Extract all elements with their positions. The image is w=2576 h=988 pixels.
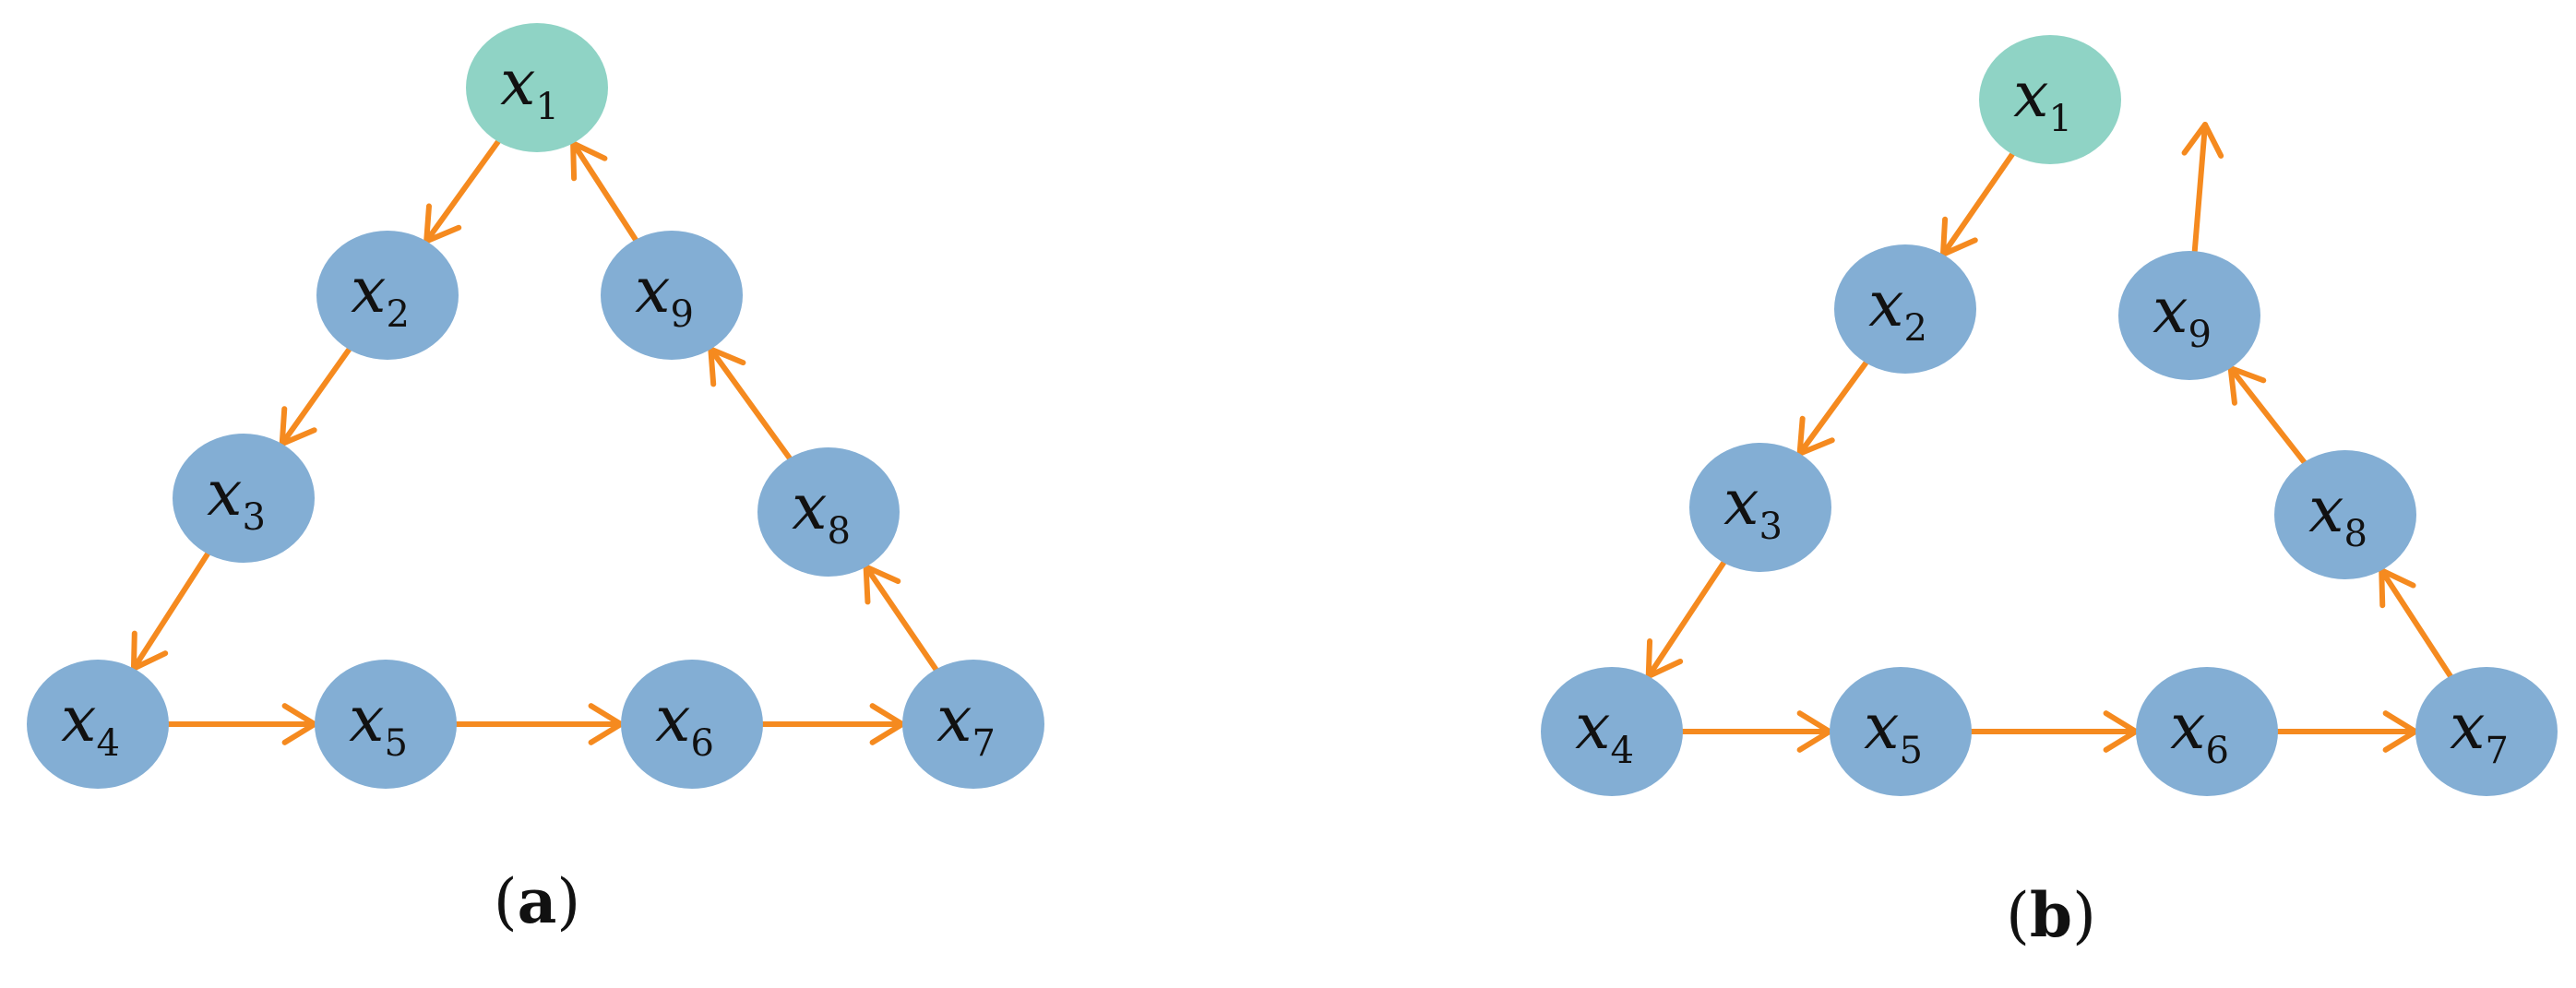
node-label: x7 xyxy=(2450,691,2509,772)
arrow-x6-to-x7 xyxy=(2275,710,2418,753)
arrow-x4-to-x5 xyxy=(166,703,317,745)
node-label: x1 xyxy=(2013,59,2072,140)
node-x6: x6 xyxy=(621,660,763,789)
node-x1: x1 xyxy=(1979,35,2121,164)
arrow-x7-to-x8 xyxy=(863,564,939,673)
node-x6: x6 xyxy=(2136,667,2278,796)
panel-b: x1 x2 x3 x4 x5 x6 x7 x8 x9 (b) xyxy=(1541,35,2558,951)
node-label: x7 xyxy=(936,684,996,765)
node-label: x4 xyxy=(1575,691,1634,772)
node-x4: x4 xyxy=(1541,667,1683,796)
node-label: x8 xyxy=(2308,474,2367,555)
arrow-x1-to-x2 xyxy=(1939,151,2016,257)
panel-a: x1 x2 x3 x4 x5 x6 x7 x8 x9 (a) xyxy=(27,23,1044,937)
node-x3: x3 xyxy=(173,434,315,563)
node-label: x9 xyxy=(2153,275,2212,356)
node-x9: x9 xyxy=(2118,251,2260,380)
node-label: x3 xyxy=(207,458,266,539)
node-label: x1 xyxy=(500,47,559,128)
node-x1: x1 xyxy=(466,23,608,152)
arrow-x4-to-x5 xyxy=(1680,710,1832,753)
node-x2: x2 xyxy=(316,231,459,360)
node-label: x2 xyxy=(351,255,410,336)
node-label: x6 xyxy=(2170,691,2229,772)
arrow-x9-to-open xyxy=(2181,122,2224,255)
node-x2: x2 xyxy=(1834,244,1976,374)
arrow-x7-to-x8 xyxy=(2379,567,2453,679)
arrow-x5-to-x6 xyxy=(1969,710,2139,753)
arrow-x3-to-x4 xyxy=(1645,559,1727,680)
panel-caption: (a) xyxy=(494,865,580,937)
arrow-x8-to-x9 xyxy=(2227,365,2308,465)
arrow-x5-to-x6 xyxy=(454,703,624,745)
node-x5: x5 xyxy=(1830,667,1972,796)
node-label: x6 xyxy=(655,684,714,765)
arrow-x9-to-x1 xyxy=(570,140,638,243)
arrow-x6-to-x7 xyxy=(760,703,905,745)
node-label: x4 xyxy=(61,684,120,765)
arrow-x3-to-x4 xyxy=(130,551,211,672)
node-label: x9 xyxy=(635,255,694,336)
node-x8: x8 xyxy=(2274,450,2416,579)
node-x7: x7 xyxy=(902,660,1044,789)
node-label: x2 xyxy=(1868,268,1927,350)
arrow-x2-to-x3 xyxy=(279,346,352,447)
node-label: x5 xyxy=(1864,691,1923,772)
node-x4: x4 xyxy=(27,660,169,789)
arrow-x2-to-x3 xyxy=(1796,360,1869,457)
node-x7: x7 xyxy=(2415,667,2558,796)
node-label: x3 xyxy=(1723,467,1783,548)
node-x5: x5 xyxy=(315,660,457,789)
node-label: x5 xyxy=(349,684,408,765)
arrow-x1-to-x2 xyxy=(423,138,501,244)
panel-caption: (b) xyxy=(2006,879,2096,951)
node-x8: x8 xyxy=(757,447,900,577)
node-label: x8 xyxy=(792,471,851,553)
arrow-x8-to-x9 xyxy=(708,346,793,461)
node-x3: x3 xyxy=(1689,443,1831,572)
node-x9: x9 xyxy=(601,231,743,360)
